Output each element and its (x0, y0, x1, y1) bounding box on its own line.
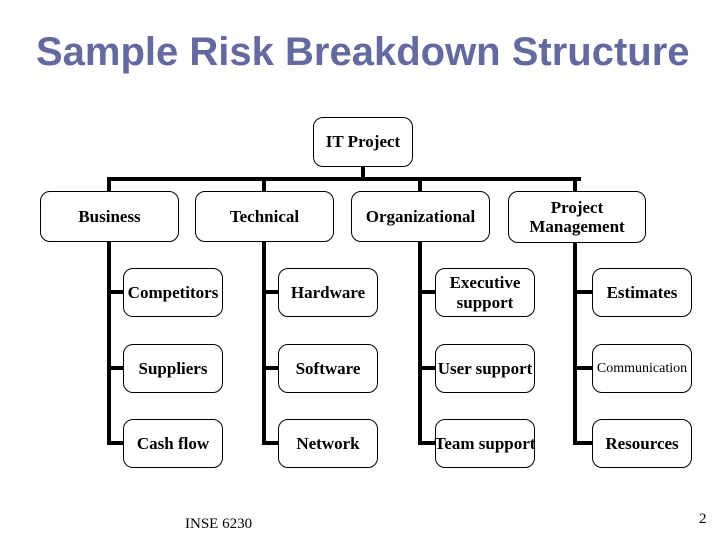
connector-stub-organizational (418, 179, 422, 192)
connector-trunk-project-management (573, 242, 577, 445)
node-technical: Technical (195, 191, 334, 242)
connector-tick-business-1 (107, 290, 123, 294)
connector-tick-project-management-2 (573, 366, 592, 370)
node-project-management: Project Management (508, 191, 646, 243)
connector-stub-project-management (573, 179, 577, 192)
node-executive-support: Executive support (435, 268, 535, 317)
node-suppliers: Suppliers (123, 344, 223, 393)
node-business: Business (40, 191, 179, 242)
connector-trunk-business (107, 242, 111, 445)
connector-tick-organizational-2 (418, 366, 435, 370)
node-software: Software (278, 344, 378, 393)
node-competitors: Competitors (123, 268, 223, 317)
connector-tick-technical-1 (262, 290, 278, 294)
node-user-support: User support (435, 344, 535, 393)
node-organizational: Organizational (351, 191, 490, 242)
connector-tick-project-management-1 (573, 290, 592, 294)
node-cash-flow: Cash flow (123, 419, 223, 468)
connector-main-horizontal (107, 177, 581, 181)
page-number: 2 (699, 511, 707, 527)
connector-stub-business (107, 179, 111, 192)
slide-title: Sample Risk Breakdown Structure (36, 30, 690, 74)
connector-tick-technical-3 (262, 441, 278, 445)
connector-stub-technical (262, 179, 266, 192)
connector-tick-project-management-3 (573, 441, 592, 445)
connector-trunk-technical (262, 242, 266, 445)
connector-tick-business-2 (107, 366, 123, 370)
connector-root-stub (361, 166, 365, 181)
connector-trunk-organizational (418, 242, 422, 445)
connector-tick-technical-2 (262, 366, 278, 370)
footer-course-code: INSE 6230 (185, 516, 253, 532)
connector-tick-organizational-3 (418, 441, 435, 445)
node-it-project: IT Project (313, 117, 413, 167)
node-network: Network (278, 419, 378, 468)
connector-tick-organizational-1 (418, 290, 435, 294)
connector-tick-business-3 (107, 441, 123, 445)
node-team-support: Team support (435, 419, 535, 468)
node-communication: Communication (592, 344, 692, 393)
node-hardware: Hardware (278, 268, 378, 317)
node-resources: Resources (592, 419, 692, 468)
node-estimates: Estimates (592, 268, 692, 317)
